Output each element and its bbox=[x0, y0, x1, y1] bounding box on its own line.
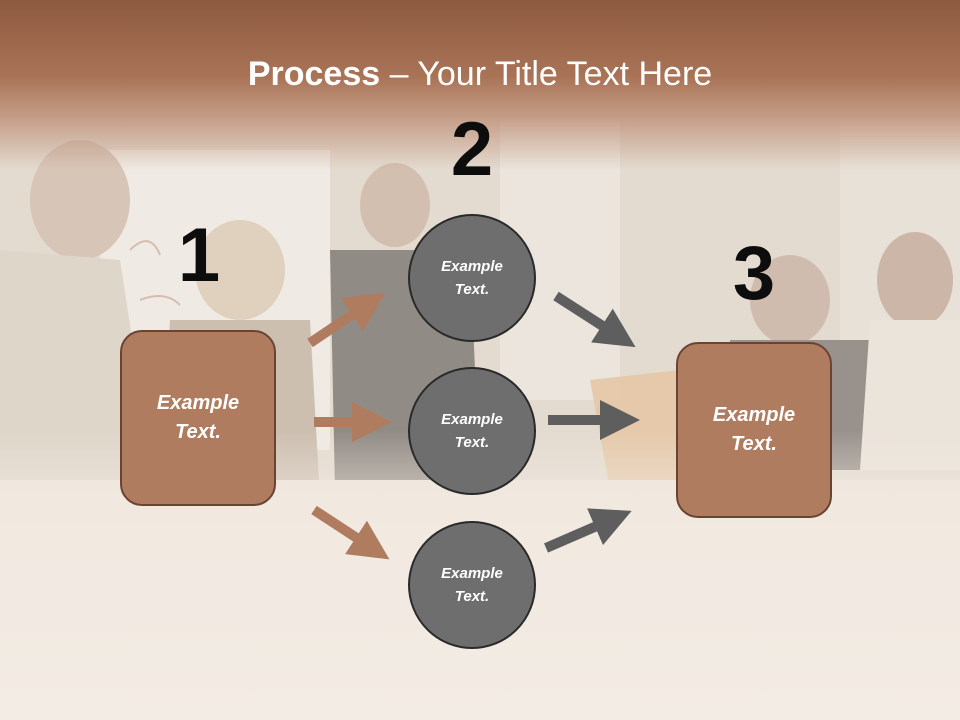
arrow-1-to-bottom bbox=[311, 505, 390, 560]
step-1-text: Example Text. bbox=[156, 392, 240, 443]
step-1-box: Example Text. bbox=[120, 330, 276, 506]
step-2-item-3-text: Example Text. bbox=[441, 565, 503, 605]
step-2-circle-top: Example Text. bbox=[408, 214, 536, 342]
title-bold: Process bbox=[247, 55, 381, 93]
arrow-bottom-to-3 bbox=[544, 508, 632, 553]
step-2-number: 2 bbox=[450, 107, 494, 192]
step-1-number: 1 bbox=[177, 213, 221, 298]
step-3-text: Example Text. bbox=[712, 404, 796, 455]
title-rest: – Your Title Text Here bbox=[380, 55, 713, 93]
step-2-item-2-text: Example Text. bbox=[441, 411, 503, 451]
step-2-circle-bottom: Example Text. bbox=[408, 521, 536, 649]
step-2-circle-middle: Example Text. bbox=[408, 367, 536, 495]
header-band bbox=[0, 0, 960, 170]
slide-title: Process – Your Title Text Here bbox=[0, 52, 960, 96]
step-3-box: Example Text. bbox=[676, 342, 832, 518]
arrow-top-to-3 bbox=[553, 291, 636, 348]
step-2-item-1-text: Example Text. bbox=[441, 258, 503, 298]
arrow-1-to-top bbox=[307, 292, 386, 348]
step-3-number: 3 bbox=[732, 231, 776, 316]
